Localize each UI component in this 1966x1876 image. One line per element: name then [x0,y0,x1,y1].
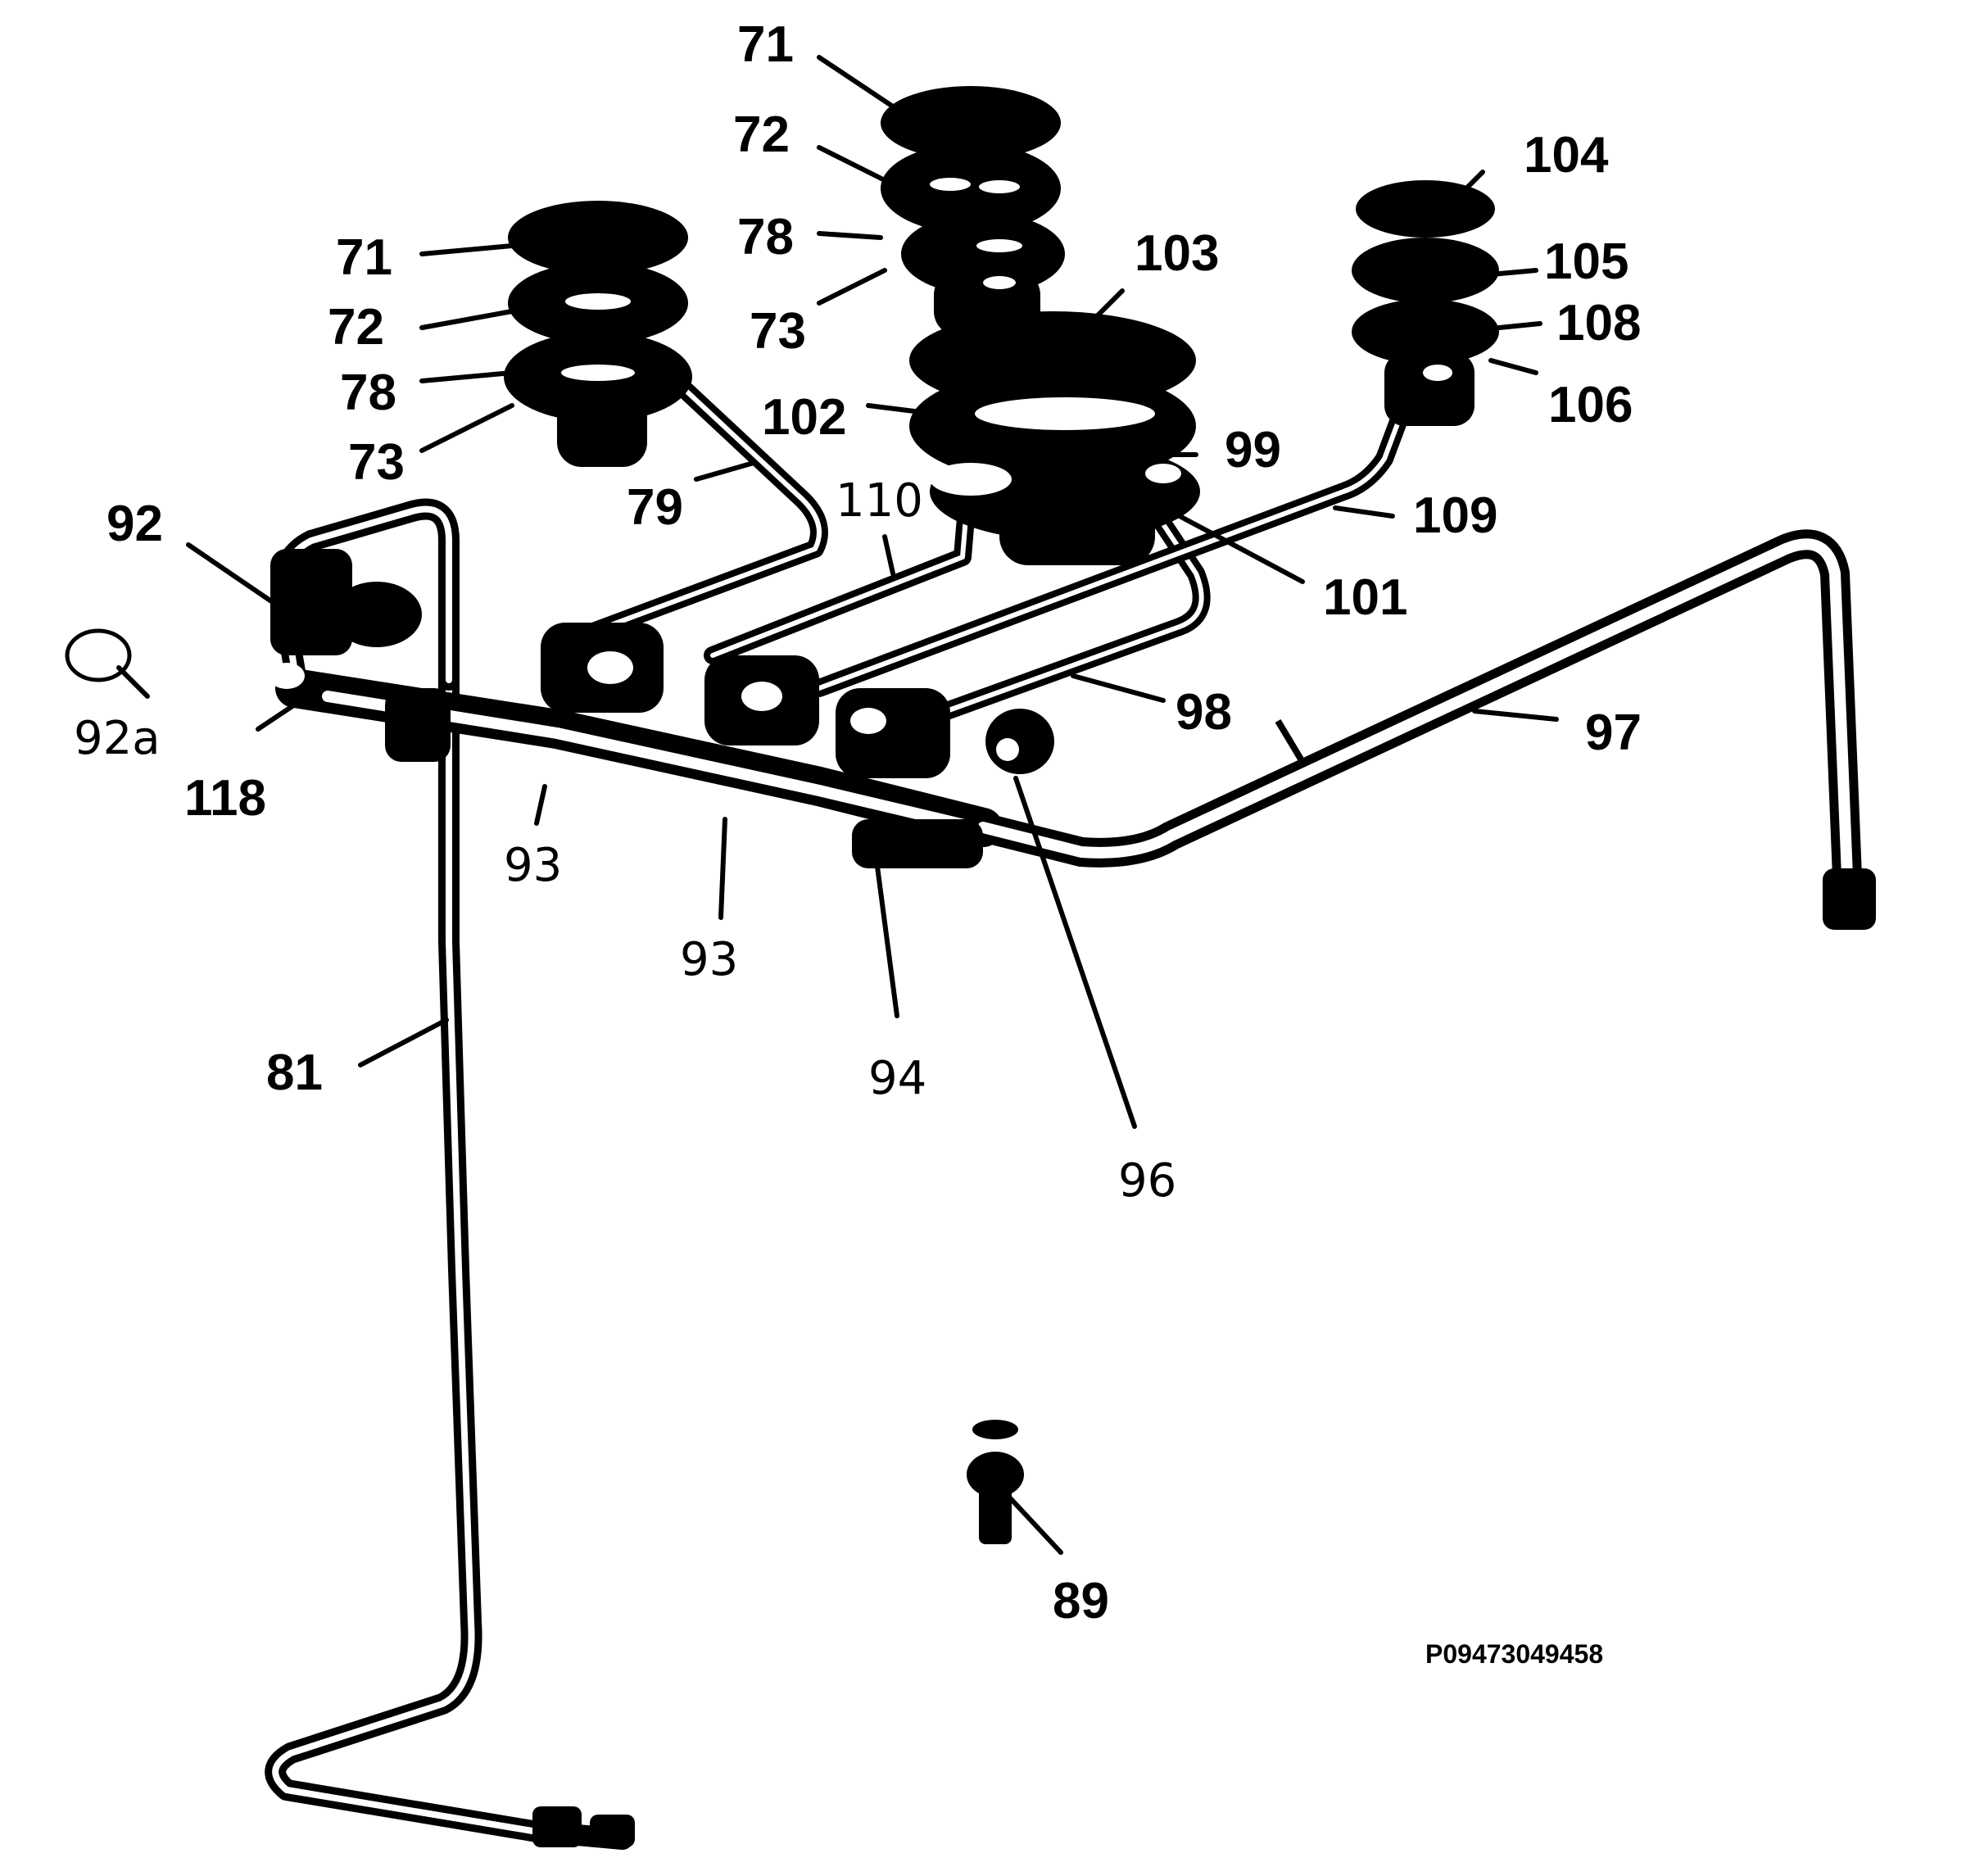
pipe-79 [564,376,828,648]
label-81: 81 [266,1044,323,1101]
label-103: 103 [1135,225,1219,282]
label-72-left: 72 [328,299,384,356]
label-96: 96 [1118,1154,1176,1208]
pipe-109 [810,384,1418,697]
label-93-center: 93 [680,933,738,986]
label-110: 110 [836,474,923,528]
nut-89 [967,1420,1024,1544]
label-78-top: 78 [737,209,794,265]
label-71-top: 71 [737,16,794,73]
label-89: 89 [1053,1573,1109,1629]
label-118: 118 [184,770,266,827]
callout-labels: 71 72 78 73 71 72 78 73 104 105 108 106 … [74,16,1642,1669]
label-101: 101 [1323,569,1407,626]
leader-lines [116,55,1559,1555]
pipe-network [265,376,1876,1850]
label-105: 105 [1544,233,1629,290]
label-78-left: 78 [340,365,396,421]
drawing-reference-code: P09473049458 [1425,1639,1603,1669]
label-92: 92 [106,496,163,552]
label-99: 99 [1225,422,1281,478]
burner-center-large [909,311,1200,565]
label-73-left: 73 [348,434,405,491]
label-109: 109 [1413,487,1497,544]
label-73-top: 73 [750,303,806,360]
label-104: 104 [1524,127,1609,184]
label-71-left: 71 [336,229,392,286]
burner-center-top [881,86,1065,336]
label-98: 98 [1176,684,1232,741]
supply-pipe-81 [265,669,635,1850]
label-94: 94 [868,1052,926,1105]
label-108: 108 [1556,295,1641,351]
valve-blocks [269,549,1054,868]
pipe-97 [968,529,1876,930]
label-106: 106 [1548,377,1633,433]
label-93-left: 93 [504,839,562,892]
label-102: 102 [762,389,846,446]
ring-92a [65,628,132,682]
label-97: 97 [1585,705,1642,761]
label-79: 79 [627,479,683,536]
burner-right [1352,180,1499,426]
burner-left [504,201,692,467]
pipe-98 [933,491,1211,722]
label-92a: 92a [74,712,161,765]
label-72-top: 72 [733,106,790,163]
